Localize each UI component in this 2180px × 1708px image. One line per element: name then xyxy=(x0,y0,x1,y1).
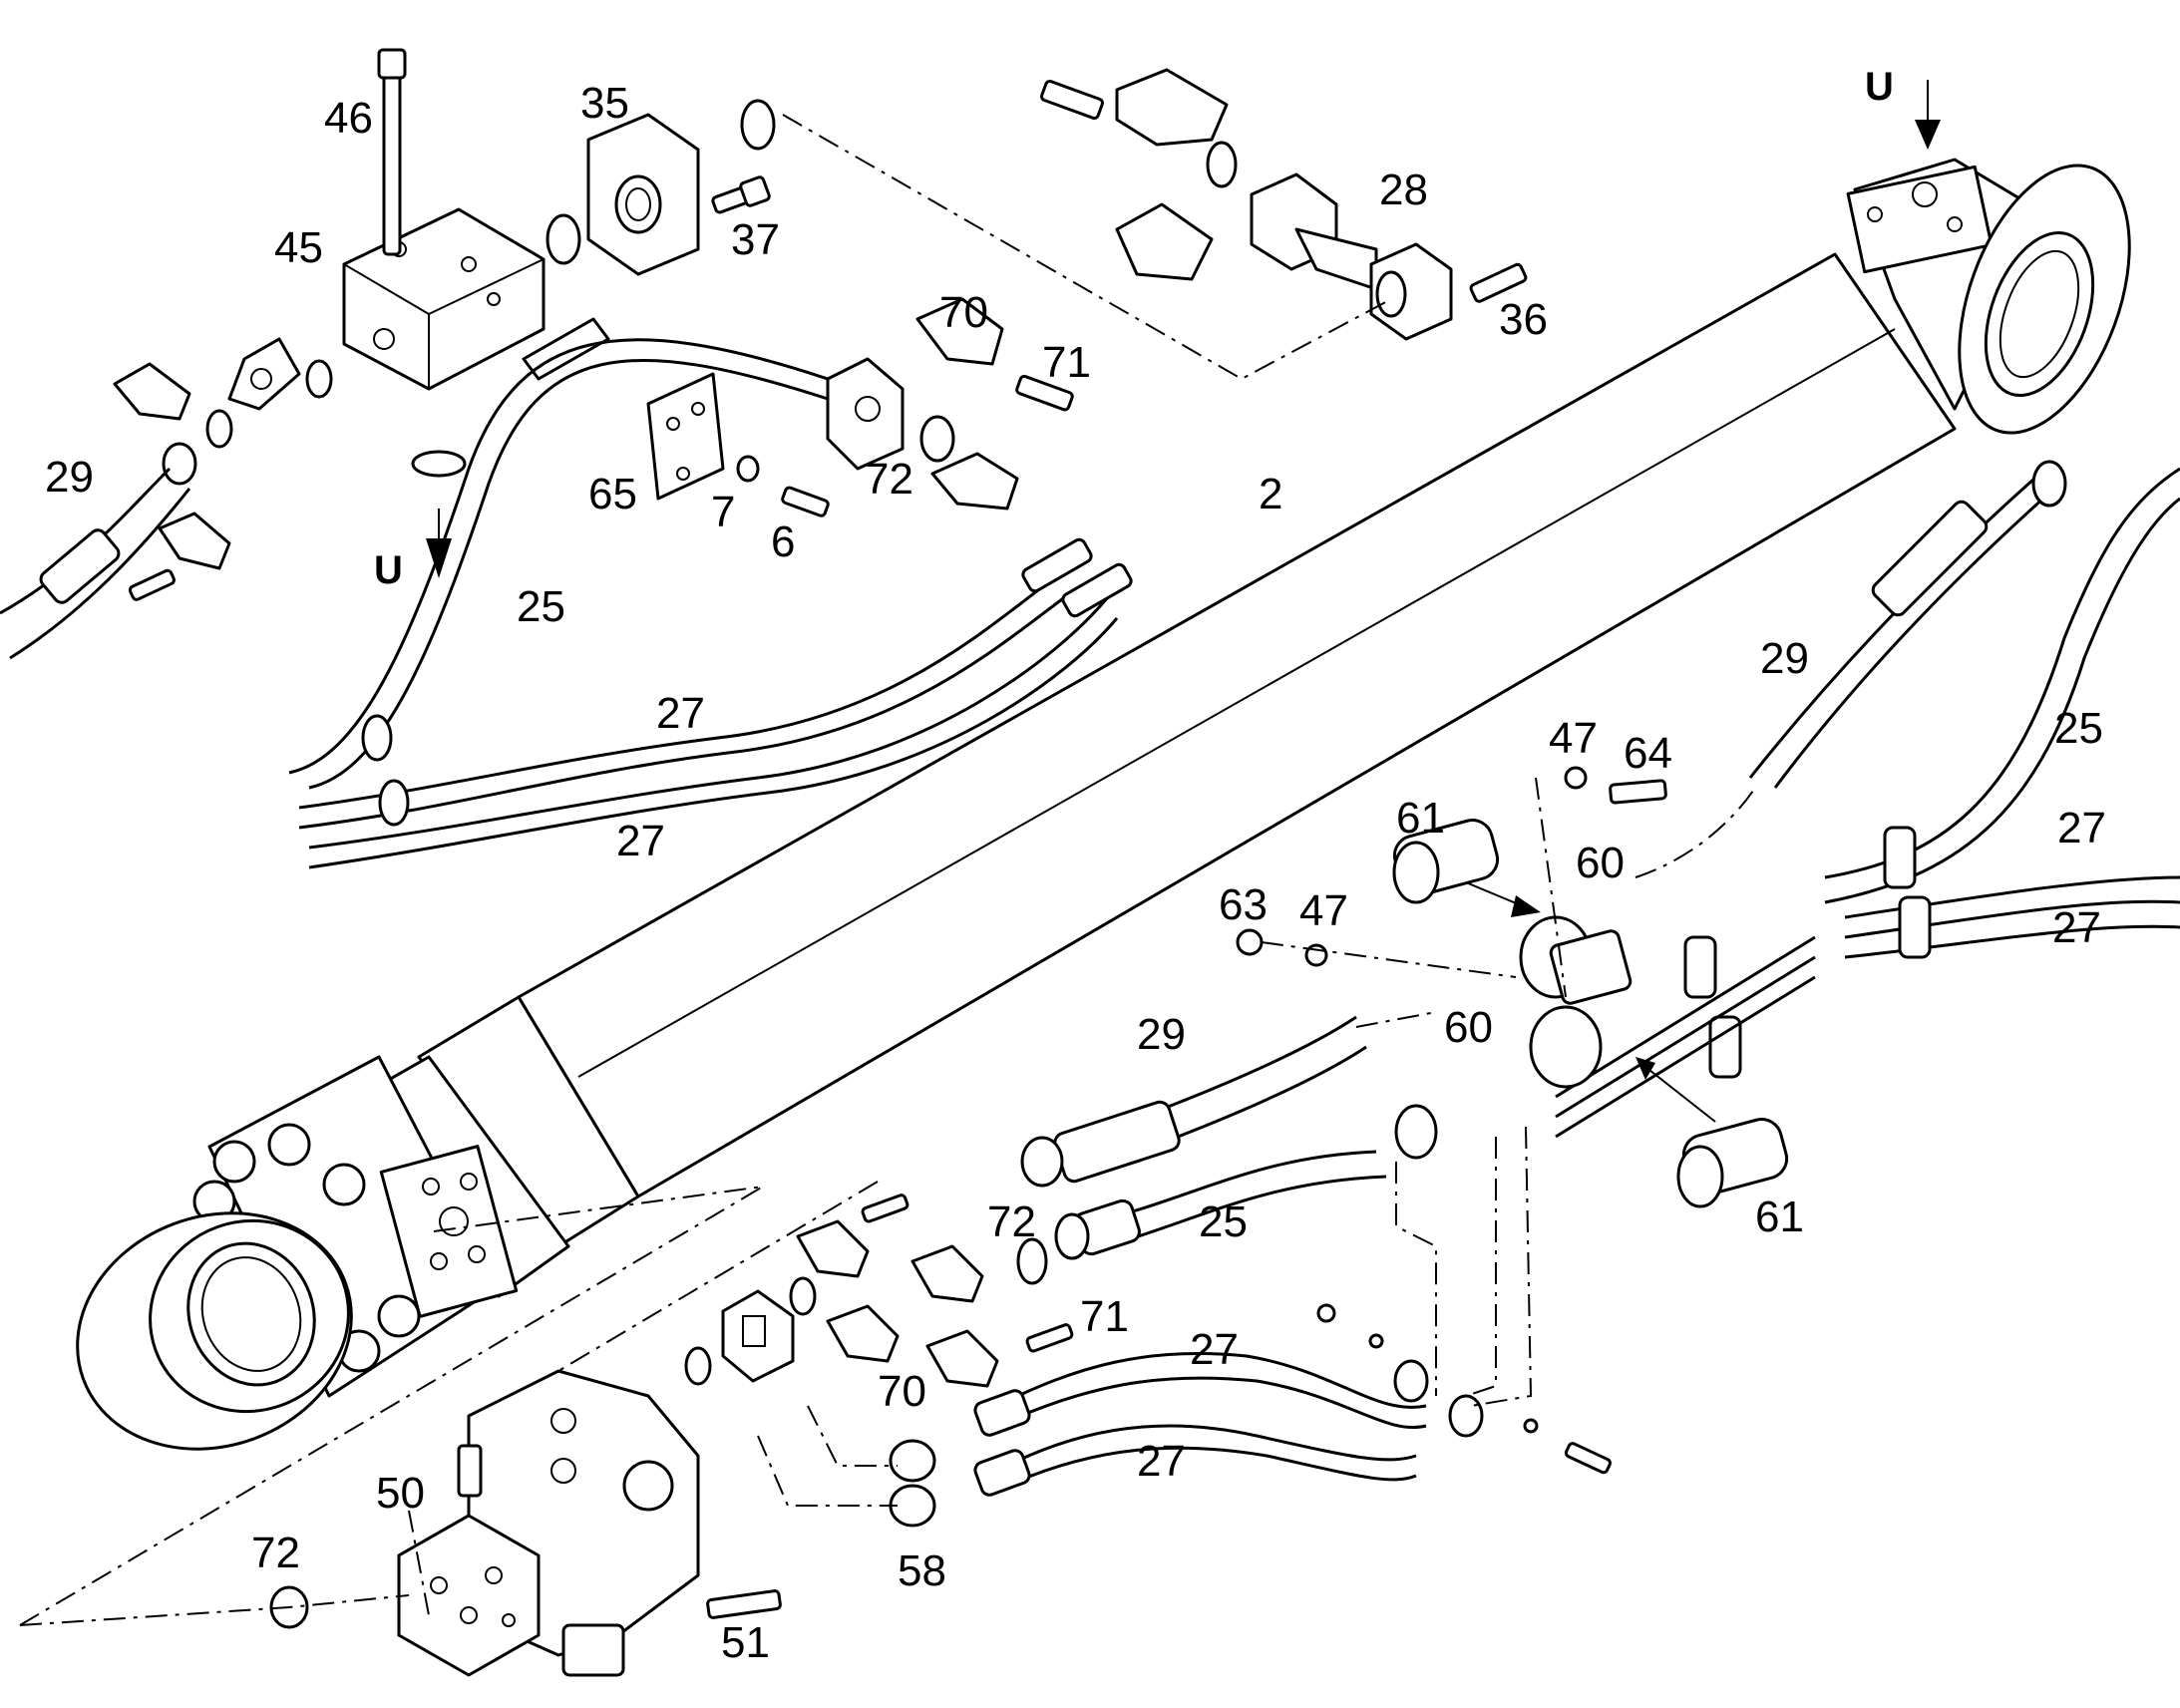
callout-37: 37 xyxy=(731,215,780,264)
callout-71-upper: 71 xyxy=(1042,338,1091,387)
callout-65: 65 xyxy=(588,470,637,518)
split-flange-70-lower xyxy=(684,1194,1074,1388)
callout-25-upper: 25 xyxy=(517,582,565,631)
screw-37 xyxy=(711,175,771,214)
callout-50: 50 xyxy=(376,1469,425,1518)
callout-60-upper: 60 xyxy=(1576,839,1625,887)
callout-47-upper: 47 xyxy=(1549,714,1598,763)
screw-64 xyxy=(1609,779,1667,805)
callout-63: 63 xyxy=(1219,880,1268,929)
nut-63 xyxy=(1236,928,1264,956)
callout-51: 51 xyxy=(721,1618,770,1667)
callout-45: 45 xyxy=(274,223,323,272)
callout-7: 7 xyxy=(711,488,735,536)
view-arrow-u-top xyxy=(1915,80,1941,150)
bolt-46 xyxy=(377,48,407,256)
callout-27-upper-a: 27 xyxy=(656,689,705,738)
callout-6: 6 xyxy=(771,517,795,566)
o-ring-lower-u xyxy=(411,450,467,478)
hose-29-lower xyxy=(1020,1015,1367,1188)
hose-clamps-right xyxy=(1683,826,1932,1079)
valve-block-50 xyxy=(397,1369,700,1677)
callout-70-upper: 70 xyxy=(939,288,988,337)
callout-72-lower: 72 xyxy=(987,1197,1036,1246)
callout-2: 2 xyxy=(1259,470,1282,518)
center-hoses xyxy=(1555,935,1816,1139)
callout-61-lower: 61 xyxy=(1755,1193,1804,1241)
callout-35: 35 xyxy=(580,79,629,128)
flange-assembly-28 xyxy=(1040,68,1528,341)
callout-61-upper: 61 xyxy=(1396,794,1445,843)
direction-arrows xyxy=(1465,881,1716,1123)
clamp-bracket-60 xyxy=(1519,915,1633,1089)
hose-27-right xyxy=(1844,875,2180,959)
callout-27-lower-b: 27 xyxy=(1137,1437,1186,1486)
hose-29-left xyxy=(0,467,191,660)
hose-27-upper xyxy=(298,537,1133,869)
hose-25-lower xyxy=(1054,1150,1387,1260)
sleeve-61-lower xyxy=(1676,1118,1789,1208)
callout-27-right-b: 27 xyxy=(2052,903,2101,952)
hose-25-right xyxy=(1824,467,2180,904)
o-ring-upper-2 xyxy=(545,213,581,265)
callout-25-lower: 25 xyxy=(1199,1197,1248,1246)
callout-72-upper: 72 xyxy=(865,455,913,504)
callout-47-lower: 47 xyxy=(1299,886,1348,935)
hose-27-lower xyxy=(973,1351,1427,1497)
callout-27-right-a: 27 xyxy=(2057,804,2106,853)
screw-51 xyxy=(706,1589,782,1619)
fittings-58 xyxy=(889,1439,936,1528)
o-ring-upper-1 xyxy=(740,99,776,151)
callout-64: 64 xyxy=(1624,729,1672,778)
callout-27-upper-b: 27 xyxy=(616,817,665,865)
callout-70-lower: 70 xyxy=(878,1367,926,1416)
split-flange-70-upper xyxy=(826,297,1074,511)
callout-29-left: 29 xyxy=(45,453,94,502)
callout-36: 36 xyxy=(1499,295,1548,344)
valve-block-45 xyxy=(342,207,545,391)
view-mark-u-top: U xyxy=(1865,65,1894,109)
flange-35 xyxy=(586,113,700,276)
screw-6 xyxy=(781,486,830,517)
callout-27-lower-a: 27 xyxy=(1190,1325,1239,1374)
callout-46: 46 xyxy=(324,94,373,143)
callout-29-lower: 29 xyxy=(1137,1010,1186,1059)
view-mark-u-left: U xyxy=(374,548,403,592)
view-arrow-u-left xyxy=(426,509,452,578)
callout-28: 28 xyxy=(1379,166,1428,214)
hydraulic-cylinder-body xyxy=(76,158,2131,1451)
p-clamps xyxy=(1316,1104,1612,1475)
callout-25-right: 25 xyxy=(2054,704,2103,753)
callout-60-lower: 60 xyxy=(1444,1003,1493,1052)
split-flange-left xyxy=(113,337,333,601)
leader-lines xyxy=(19,114,1756,1626)
callout-72-valve: 72 xyxy=(251,1529,300,1577)
callout-labels: 46 35 45 37 28 36 29 70 71 72 65 7 6 2 2… xyxy=(45,65,2106,1667)
hose-29-right xyxy=(1748,460,2067,789)
washer-7 xyxy=(736,455,760,483)
callout-58: 58 xyxy=(898,1546,946,1595)
callout-29-right: 29 xyxy=(1760,634,1809,683)
sleeve-61-upper xyxy=(1392,819,1500,904)
washer-47-upper xyxy=(1564,766,1588,790)
callout-71-lower: 71 xyxy=(1080,1292,1129,1341)
